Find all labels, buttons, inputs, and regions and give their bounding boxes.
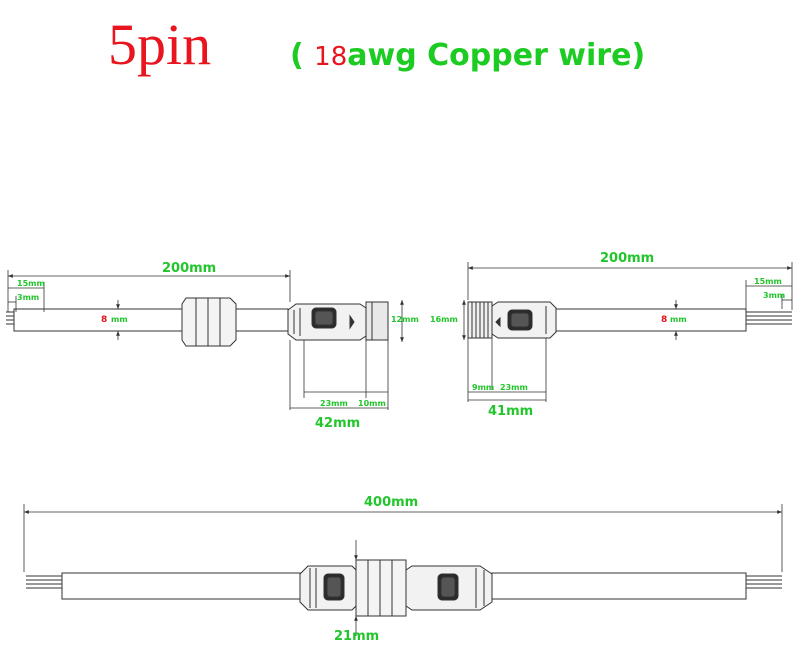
male-tin-label: 3mm	[17, 293, 39, 302]
female-thread	[467, 301, 493, 339]
female-connector-diameter-label: 16mm	[430, 315, 458, 324]
male-wire-ends	[6, 311, 14, 325]
male-cable	[6, 297, 389, 347]
assembly-left-wire-ends	[26, 575, 62, 589]
male-wire-diameter-value: 8	[101, 315, 107, 325]
female-total-length-label: 41mm	[488, 404, 533, 419]
female-tin-label: 3mm	[763, 291, 785, 300]
wire-spec: ( 18awg Copper wire)	[290, 38, 645, 75]
female-dimensions	[462, 262, 793, 402]
female-wire-diameter-unit: mm	[670, 315, 687, 324]
open-paren: (	[290, 38, 304, 73]
female-cable	[467, 301, 792, 339]
male-body-length-label: 23mm	[320, 399, 348, 408]
wire-type: awg Copper wire)	[347, 38, 646, 73]
awg-value: 18	[314, 42, 348, 72]
assembly-connector-diameter-label: 21mm	[334, 629, 379, 644]
assembly-dimensions	[23, 504, 783, 636]
male-strip-label: 15mm	[17, 279, 45, 288]
assembly-left-jacket	[61, 572, 301, 600]
female-connector-body	[491, 301, 557, 339]
male-plug-tip	[365, 301, 389, 341]
female-length-label: 200mm	[600, 251, 654, 266]
female-strip-label: 15mm	[754, 277, 782, 286]
male-length-label: 200mm	[162, 261, 216, 276]
assembly-right-jacket	[491, 572, 747, 600]
female-cable-jacket	[555, 308, 747, 332]
female-wire-ends	[746, 311, 792, 325]
male-tip-length-label: 10mm	[358, 399, 386, 408]
male-wire-diameter-unit: mm	[111, 315, 128, 324]
male-dimensions	[7, 270, 404, 410]
assembly	[26, 559, 782, 617]
assembly-right-wire-ends	[746, 575, 782, 589]
male-connector-diameter-label: 12mm	[391, 315, 419, 324]
male-connector-body	[287, 303, 367, 341]
male-total-length-label: 42mm	[315, 416, 360, 431]
female-body-length-label: 23mm	[500, 383, 528, 392]
female-thread-length-label: 9mm	[472, 383, 494, 392]
pin-count: 5pin	[108, 12, 212, 77]
female-wire-diameter-value: 8	[661, 315, 667, 325]
male-lock-nut	[181, 297, 237, 347]
title: 5pin ( 18awg Copper wire)	[0, 6, 800, 86]
assembly-connector	[299, 559, 493, 617]
assembly-total-length-label: 400mm	[364, 495, 418, 510]
